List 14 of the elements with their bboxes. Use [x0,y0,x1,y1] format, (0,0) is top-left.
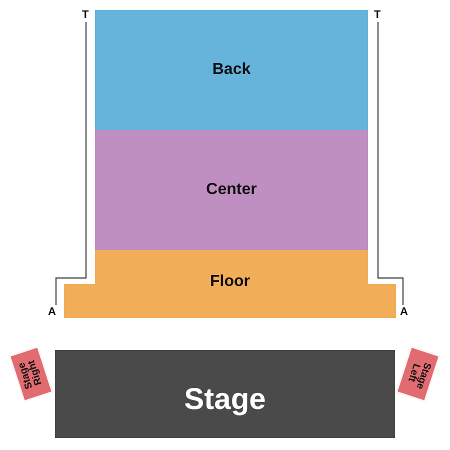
seating-section [95,130,368,250]
row-label: T [82,9,89,21]
row-label: A [400,306,408,318]
section-label: Back [212,62,251,78]
seating-section [64,250,396,318]
section-label: Center [206,182,257,198]
section-label: Stage Right [15,358,46,392]
row-label: A [48,306,56,318]
section-label: Stage Left [404,360,434,392]
section-label: Floor [210,274,250,290]
stage-area [55,350,395,438]
row-label: T [374,9,381,21]
seating-section [95,10,368,130]
section-label: Stage [184,385,266,415]
